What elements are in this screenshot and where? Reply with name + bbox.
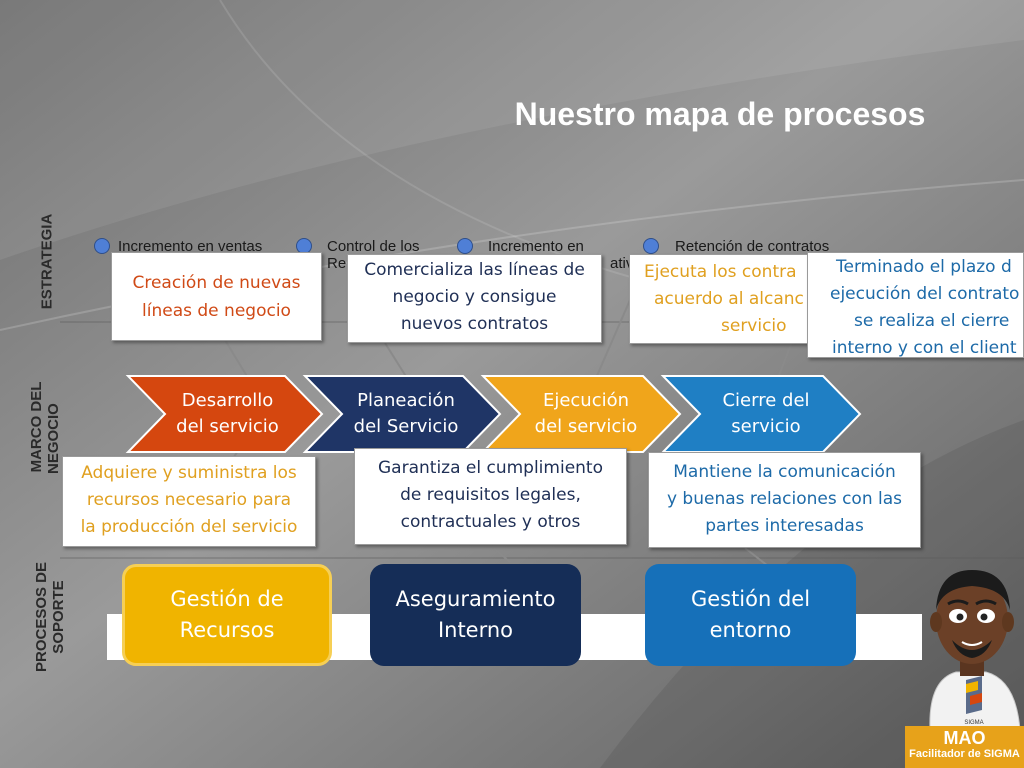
row-label-framework: MARCO DEL NEGOCIO [28, 381, 62, 474]
mascot-name-badge: MAO Facilitador de SIGMA [905, 726, 1024, 768]
strategy-bullet-icon [457, 238, 473, 254]
chevron-ejecucion [480, 375, 682, 453]
chevron-desarrollo [125, 375, 324, 453]
row-label-support: PROCESOS DE SOPORTE [33, 561, 67, 672]
mascot-illustration: SIGMA [929, 570, 1021, 730]
callout-planeacion: Comercializa las líneas de negocio y con… [347, 254, 602, 343]
strategy-item-4: Retención de contratos [675, 238, 830, 255]
strategy-item-1: Incremento en ventas [118, 238, 263, 255]
strategy-bullet-icon [94, 238, 110, 254]
mascot-shirt-logo: SIGMA [964, 720, 983, 726]
core-process-planeacion: Planeación del Servicio [353, 390, 459, 437]
core-process-ejecucion: Ejecución del servicio [534, 390, 638, 437]
core-process-desarrollo: Desarrollo del servicio [176, 390, 279, 437]
callout-desarrollo: Creación de nuevas líneas de negocio [111, 252, 322, 341]
strategy-bullet-icon [643, 238, 659, 254]
callout-gestion-recursos: Adquiere y suministra los recursos neces… [62, 456, 316, 547]
strategy-item-3: Incremento en ativ [488, 238, 634, 272]
core-process-chevrons [125, 375, 862, 453]
callout-gestion-entorno: Mantiene la comunicación y buenas relaci… [648, 452, 921, 548]
callout-ejecucion: Ejecuta los contra acuerdo al alcanc ser… [629, 254, 815, 344]
mascot-name: MAO [943, 728, 986, 748]
mascot-role: Facilitador de SIGMA [909, 748, 1020, 760]
strategy-item-2: Control de los Re [327, 238, 420, 272]
callout-aseguramiento: Garantiza el cumplimiento de requisitos … [354, 448, 627, 545]
row-label-strategy: ESTRATEGIA [38, 213, 56, 310]
callout-cierre: Terminado el plazo d ejecución del contr… [807, 252, 1024, 358]
page-title: Nuestro mapa de procesos [514, 96, 926, 132]
core-process-cierre: Cierre del servicio [722, 390, 810, 437]
